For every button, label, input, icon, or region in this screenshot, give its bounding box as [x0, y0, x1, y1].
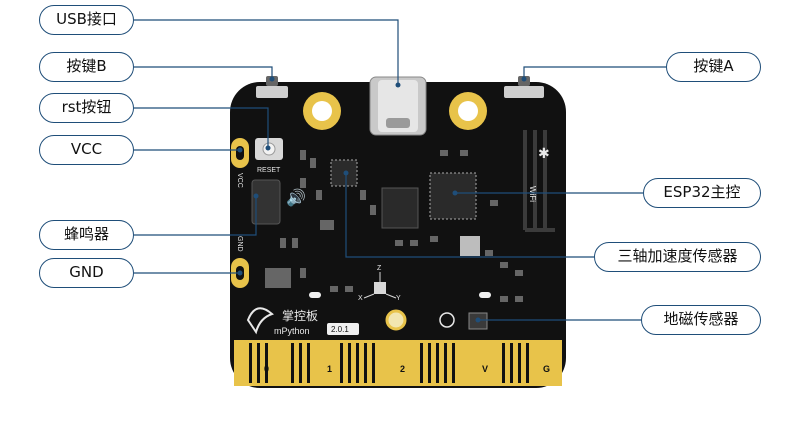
pad-label-0: 0: [264, 364, 269, 374]
brand-cn: 掌控板: [282, 309, 318, 323]
label-vcc: VCC: [39, 135, 134, 165]
edge-connector: [234, 340, 562, 386]
wifi-silk: WiFi: [528, 186, 537, 202]
axis-indicator: [363, 272, 397, 299]
label-button-b: 按键B: [39, 52, 134, 82]
label-magnetometer: 地磁传感器: [641, 305, 761, 335]
esp32-chip: [429, 172, 477, 220]
usb-connector: [369, 76, 427, 136]
callout-line-buzzer: [134, 196, 257, 236]
callout-line-accel: [345, 173, 594, 258]
led-right: [479, 292, 491, 298]
speaker-icon: 🔊: [286, 188, 306, 207]
led-left: [309, 292, 321, 298]
axis-x-silk: X: [358, 295, 363, 302]
mount-hole-left: [303, 92, 341, 130]
antenna: [523, 130, 555, 232]
bluetooth-icon: ✱: [538, 146, 550, 162]
label-usb: USB接口: [39, 5, 134, 35]
crystal: [460, 236, 480, 256]
axis-z-silk: Z: [377, 265, 382, 272]
mpython-logo: [246, 307, 274, 335]
light-sensor: [385, 309, 407, 331]
callout-lines: [134, 19, 666, 321]
mount-hole-right: [449, 92, 487, 130]
label-esp32: ESP32主控: [643, 178, 761, 208]
label-gnd: GND: [39, 258, 134, 288]
callout-dots: [237, 76, 527, 323]
pad-label-g: G: [543, 364, 550, 374]
pad-label-v: V: [482, 364, 488, 374]
vcc-silk: VCC: [236, 173, 243, 188]
brand-en: mPython: [274, 326, 310, 336]
gnd-silk: GND: [236, 236, 243, 252]
label-buzzer: 蜂鸣器: [39, 220, 134, 250]
callout-line-usb: [134, 19, 399, 85]
pad-label-2: 2: [400, 364, 405, 374]
version-badge: 2.0.1: [331, 325, 349, 334]
ic-chip: [381, 187, 419, 229]
callout-line-rst: [134, 107, 269, 148]
label-button-a: 按键A: [666, 52, 761, 82]
axis-y-silk: Y: [396, 295, 401, 302]
buzzer-part: [251, 179, 281, 225]
callout-line-button-b: [134, 66, 273, 79]
smd-components: [265, 150, 523, 302]
label-accelerometer: 三轴加速度传感器: [594, 242, 761, 272]
callout-line-button-a: [523, 66, 666, 79]
pad-label-1: 1: [327, 364, 332, 374]
reset-silk: RESET: [257, 167, 281, 174]
compass-icon: [439, 312, 455, 328]
label-rst-button: rst按钮: [39, 93, 134, 123]
